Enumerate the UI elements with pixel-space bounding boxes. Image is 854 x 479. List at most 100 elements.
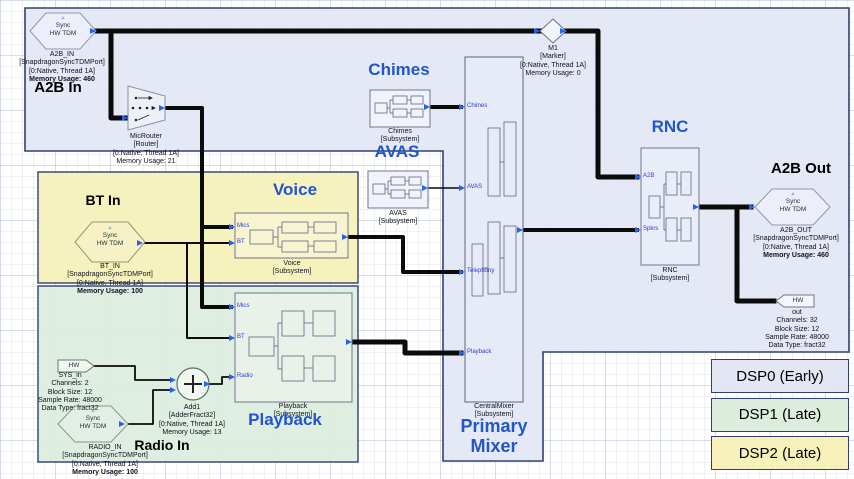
rnc-port-spkrs: Spkrs xyxy=(643,226,659,232)
playback-port-radio: Radio xyxy=(237,373,253,379)
voice-label: Voice [Subsystem] xyxy=(272,260,312,276)
radio-in-hexagon[interactable] xyxy=(57,405,129,443)
chimes-inner-blocks xyxy=(374,95,424,118)
bt-in-hexagon[interactable] xyxy=(74,221,146,263)
port-arrow-icon[interactable] xyxy=(459,269,465,275)
wire-sysin-to-add1[interactable] xyxy=(92,365,173,381)
wire-playback-to-mixer[interactable] xyxy=(349,339,464,356)
sys-in-tag-label: HW xyxy=(68,362,80,369)
port-arrow-icon[interactable] xyxy=(693,204,699,210)
central-mixer-label: CentralMixer [Subsystem] xyxy=(474,403,514,419)
wire-add1-to-playback-radio[interactable] xyxy=(208,376,232,385)
dsp-legend: DSP0 (Early) DSP1 (Late) DSP2 (Late) xyxy=(711,359,849,475)
tdm-sync-icon: ▵ xyxy=(791,191,795,197)
port-arrow-icon[interactable] xyxy=(204,381,210,387)
avas-inner-blocks xyxy=(372,176,422,199)
voice-inner-blocks xyxy=(249,221,337,253)
port-arrow-icon[interactable] xyxy=(517,227,523,233)
playback-title: Playback xyxy=(248,410,322,429)
voice-title: Voice xyxy=(272,180,318,199)
rnc-subsystem-block[interactable] xyxy=(640,147,700,266)
sys-in-label: SYS_in Channels: 2 Block Size: 12 Sample… xyxy=(38,372,102,412)
wire-voice-to-telephony[interactable] xyxy=(346,235,463,274)
rnc-inner-blocks xyxy=(648,171,692,242)
m1-marker-diamond[interactable] xyxy=(539,18,567,44)
port-arrow-icon[interactable] xyxy=(459,104,465,110)
tdm-sync-icon: ▵ xyxy=(91,408,95,414)
legend-dsp1[interactable]: DSP1 (Late) xyxy=(711,397,849,432)
tdm-sync-icon: ▵ xyxy=(108,225,112,231)
mixer-port-playback: Playback xyxy=(467,349,492,355)
port-arrow-icon[interactable] xyxy=(90,28,96,34)
playback-port-bt: BT xyxy=(237,334,245,340)
wire-a2bin-to-microuter[interactable] xyxy=(108,28,128,121)
port-arrow-icon[interactable] xyxy=(137,240,143,246)
legend-dsp2[interactable]: DSP2 (Late) xyxy=(711,436,849,470)
playback-subsystem-block[interactable] xyxy=(234,292,353,403)
wire-microuter-to-mics[interactable] xyxy=(163,106,233,309)
port-arrow-icon[interactable] xyxy=(122,115,128,121)
port-arrow-icon[interactable] xyxy=(229,304,235,310)
m1-label: M1 [Marker] [0:Native, Thread 1A] Memory… xyxy=(519,45,587,77)
port-arrow-icon[interactable] xyxy=(422,185,428,191)
hw-out-tag[interactable] xyxy=(775,294,815,308)
primary-mixer-title: Primary Mixer xyxy=(460,416,528,456)
adder-plus-icon xyxy=(184,375,202,393)
port-arrow-icon[interactable] xyxy=(459,350,465,356)
sys-in-tag[interactable] xyxy=(57,359,95,373)
voice-port-mics: Mics xyxy=(237,223,250,229)
wire-rnc-to-hwout[interactable] xyxy=(734,204,777,304)
port-arrow-icon[interactable] xyxy=(342,234,348,240)
region-dsp0 xyxy=(24,7,850,462)
legend-dsp0[interactable]: DSP0 (Early) xyxy=(711,359,849,393)
port-arrow-icon[interactable] xyxy=(229,335,235,341)
router-switch-icon xyxy=(131,95,156,122)
port-arrow-icon[interactable] xyxy=(459,185,465,191)
rnc-title: RNC xyxy=(651,117,689,136)
a2b-in-label: A2B_IN [SnapdragonSyncTDMPort] [0:Native… xyxy=(19,51,105,83)
bt-in-label: BT_IN [SnapdragonSyncTDMPort] [0:Native,… xyxy=(67,263,153,295)
radio-in-label: RADIO_IN [SnapdragonSyncTDMPort] [0:Nati… xyxy=(62,444,148,476)
port-arrow-icon[interactable] xyxy=(229,240,235,246)
chimes-title: Chimes xyxy=(368,60,430,79)
rnc-label: RNC [Subsystem] xyxy=(650,267,690,283)
port-arrow-icon[interactable] xyxy=(560,28,566,34)
port-arrow-icon[interactable] xyxy=(119,421,125,427)
mixer-port-telephony: Telephony xyxy=(467,268,495,274)
port-arrow-icon[interactable] xyxy=(534,28,540,34)
port-arrow-icon[interactable] xyxy=(170,387,176,393)
playback-inner-blocks xyxy=(248,310,336,382)
playback-label: Playback [Subsystem] xyxy=(273,403,313,419)
port-arrow-icon[interactable] xyxy=(749,204,755,210)
port-arrow-icon[interactable] xyxy=(346,339,352,345)
voice-port-bt: BT xyxy=(237,239,245,245)
avas-title: AVAS xyxy=(374,142,420,161)
port-arrows xyxy=(90,28,755,427)
radio-in-title: Radio In xyxy=(134,437,190,453)
a2b-in-title: A2B In xyxy=(34,79,82,96)
port-arrow-icon[interactable] xyxy=(635,227,641,233)
port-arrow-icon[interactable] xyxy=(229,374,235,380)
mixer-port-avas: AVAS xyxy=(467,184,483,190)
a2b-out-title: A2B Out xyxy=(771,160,831,177)
bt-in-title: BT In xyxy=(85,192,121,208)
avas-label: AVAS [Subsystem] xyxy=(378,210,418,226)
voice-subsystem-block[interactable] xyxy=(234,212,349,259)
rnc-port-a2b: A2B xyxy=(643,173,655,179)
central-mixer-block[interactable] xyxy=(464,56,524,403)
wire-m1-to-rnc-a2b[interactable] xyxy=(563,28,640,180)
port-arrow-icon[interactable] xyxy=(159,105,165,111)
wire-btin-to-playback-bt[interactable] xyxy=(186,242,232,339)
a2b-out-hexagon[interactable] xyxy=(754,188,831,226)
mic-router-label: MicRouter [Router] [0:Native, Thread 1A]… xyxy=(112,133,180,165)
wire-radioin-to-add1[interactable] xyxy=(124,389,173,425)
port-arrow-icon[interactable] xyxy=(635,174,641,180)
port-arrow-icon[interactable] xyxy=(170,377,176,383)
port-arrow-icon[interactable] xyxy=(229,224,235,230)
port-arrow-icon[interactable] xyxy=(424,104,430,110)
playback-port-mics: Mics xyxy=(237,303,250,309)
mixer-port-chimes: Chimes xyxy=(467,103,488,109)
